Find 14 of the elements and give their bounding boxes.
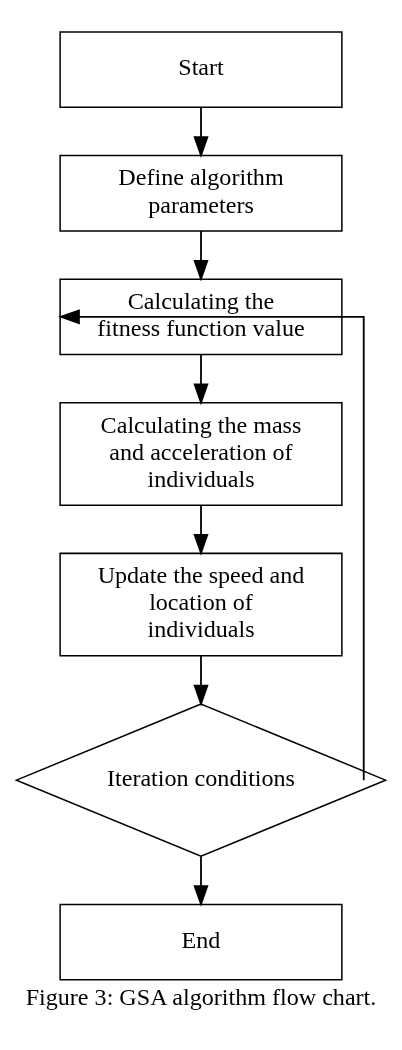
node-box: Start: [59, 30, 343, 108]
arrow: [193, 106, 209, 158]
arrow: [58, 308, 365, 781]
arrow: [193, 503, 209, 556]
arrow: [193, 654, 209, 706]
node-box: End: [59, 903, 343, 981]
node-box: Update the speed and location of individuals: [59, 552, 343, 657]
node-diamond: Iteration conditions: [14, 702, 388, 857]
node-box: Define algorithm parameters: [59, 154, 343, 232]
node-box: Calculating the mass and acceleration of individuals: [59, 401, 343, 506]
arrow: [193, 855, 209, 907]
caption: Figure 3: GSA algorithm flow chart.: [25, 983, 377, 1010]
arrow: [193, 229, 209, 282]
arrow: [193, 353, 209, 405]
